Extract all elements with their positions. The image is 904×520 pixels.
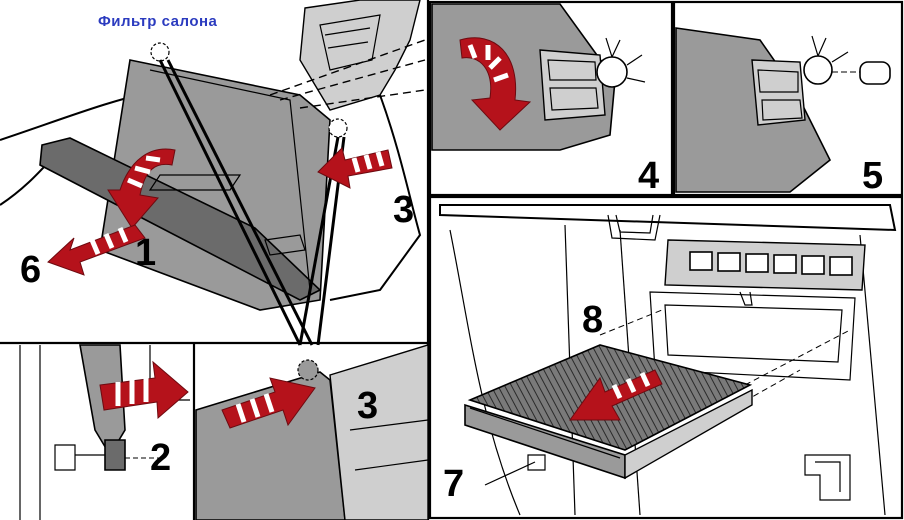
- arrow-step-8: [569, 369, 663, 421]
- panel-step-4: 4: [428, 0, 674, 197]
- arrow-step-3-bottom: [221, 377, 316, 429]
- step-label-2: 2: [150, 437, 171, 479]
- snap-clip-open: [596, 56, 628, 88]
- glovebox-bottom-edge: [39, 137, 322, 301]
- step-label-6: 6: [20, 249, 41, 291]
- clip-point-right: [328, 118, 348, 138]
- step-label-4: 4: [638, 155, 659, 197]
- lid-side-right: [675, 27, 832, 193]
- panel-main-glovebox: 1 6 3 Фильтр салона: [0, 0, 426, 346]
- arrow-step-4: [459, 37, 532, 131]
- step-label-5: 5: [862, 155, 883, 197]
- step-label-3-bottom: 3: [357, 385, 378, 427]
- panel-step-7-8: 8 7: [428, 195, 904, 520]
- clip-point-detail: [297, 359, 319, 381]
- arrow-step-6: [47, 224, 146, 276]
- snap-clip-closed: [803, 55, 833, 85]
- step-label-8: 8: [582, 299, 603, 341]
- step-label-3-top: 3: [393, 189, 414, 231]
- arrow-step-1: [107, 148, 176, 229]
- vent-grid: [689, 251, 853, 276]
- diagram-title: Фильтр салона: [98, 13, 218, 30]
- panel-step-3-detail: 3: [195, 344, 429, 520]
- panel-step-5: 5: [672, 0, 904, 197]
- panel-step-2: 2: [19, 344, 190, 520]
- arrow-step-3-top: [317, 147, 393, 189]
- step-label-7: 7: [443, 463, 464, 505]
- stop-pin: [859, 61, 891, 85]
- arrow-step-2: [99, 360, 189, 420]
- clip-point-left: [150, 42, 170, 62]
- step-label-1: 1: [135, 232, 156, 274]
